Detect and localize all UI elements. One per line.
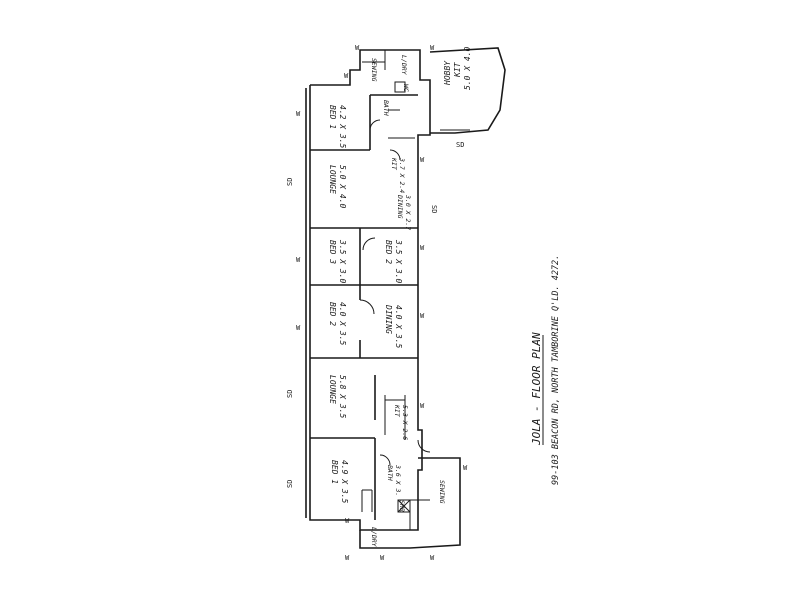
sliding-door-mark: SD: [286, 178, 294, 186]
label-hobby-dims: 5.0 X 4.0: [463, 46, 472, 90]
plan-title: JOLA - FLOOR PLAN: [530, 332, 543, 446]
window-mark: W: [296, 110, 301, 118]
label-dining-bottom-dims: 4.0 X 3.5: [394, 305, 403, 349]
label-kit-bottom: KIT: [393, 404, 401, 418]
window-mark: W: [420, 402, 425, 410]
window-mark: W: [430, 554, 435, 562]
label-bed3-dims: 3.5 X 3.0: [338, 239, 347, 284]
room-labels: SEWING L/DRY HOBBY KIT 5.0 X 4.0 BATH WC…: [328, 46, 472, 547]
label-dining-bottom: DINING: [384, 304, 393, 334]
label-bed2-right-dims: 3.5 X 3.0: [394, 239, 403, 284]
window-mark: W: [420, 312, 425, 320]
label-bed1-bottom-dims: 4.9 X 3.5: [340, 460, 349, 504]
label-lounge-top-dims: 5.0 X 4.0: [338, 165, 347, 209]
opening-markers: W W W W W W W W W W W W W W W SD SD SD S…: [286, 44, 468, 562]
label-bath-top: BATH: [382, 100, 390, 116]
label-dining-top-dims: 3.0 X 2.7: [404, 194, 412, 230]
label-lounge-bottom: LOUNGE: [328, 375, 337, 404]
window-mark: W: [296, 256, 301, 264]
plan-address: 99-103 BEACON RD, NORTH TAMBORINE Q'LD. …: [551, 255, 561, 485]
window-mark: W: [344, 72, 349, 80]
window-mark: W: [430, 44, 435, 52]
label-sewing-bottom: SEWING: [438, 480, 446, 504]
label-sewing-top: SEWING: [370, 58, 378, 82]
label-bath-bottom-dims: 3.6 X 3.: [394, 464, 402, 496]
label-lounge-top: LOUNGE: [328, 165, 337, 194]
label-kit2-dims: 3.7 X 2.4: [398, 157, 406, 193]
label-bed2-left-dims: 4.0 X 3.5: [338, 302, 347, 346]
sliding-door-mark: SD: [456, 141, 464, 149]
label-kit2: KIT: [390, 157, 398, 171]
label-bed2-right: BED 2: [384, 240, 393, 264]
window-mark: W: [420, 244, 425, 252]
label-ldry-top: L/DRY: [400, 55, 408, 76]
window-mark: W: [345, 554, 350, 562]
label-shr: SHR: [398, 500, 406, 512]
label-hobby: HOBBY: [443, 60, 452, 86]
label-ldry-bottom: L/DRY: [370, 527, 378, 548]
window-mark: W: [420, 156, 425, 164]
label-bed1-top: BED 1: [328, 105, 337, 129]
label-hobby-kit: KIT: [453, 61, 462, 78]
label-bed3: BED 3: [328, 240, 337, 264]
label-lounge-bottom-dims: 5.8 X 3.5: [338, 375, 347, 419]
label-dining-top: DINING: [396, 194, 404, 219]
label-kit-bottom-dims: 5.3 X 2.6: [401, 405, 409, 440]
label-bed2-left: BED 2: [328, 302, 337, 326]
window-mark: W: [380, 554, 385, 562]
title-block: JOLA - FLOOR PLAN 99-103 BEACON RD, NORT…: [530, 255, 561, 485]
sliding-door-mark: SD: [286, 390, 294, 398]
hobby-room-walls: [429, 47, 506, 134]
window-mark: W: [355, 44, 360, 52]
interior-walls: [310, 50, 418, 520]
label-wc-top: WC: [402, 84, 410, 92]
door-swings: [359, 119, 431, 466]
label-bed1-top-dims: 4.2 X 3.5: [338, 105, 347, 149]
label-bath-bottom: BATH: [386, 465, 394, 481]
window-mark: W: [345, 517, 350, 525]
window-mark: W: [296, 324, 301, 332]
exterior-walls: [305, 49, 431, 531]
label-bed1-bottom: BED 1: [330, 460, 339, 484]
sliding-door-mark: SD: [430, 205, 438, 213]
sliding-door-mark: SD: [286, 480, 294, 488]
window-mark: W: [463, 464, 468, 472]
